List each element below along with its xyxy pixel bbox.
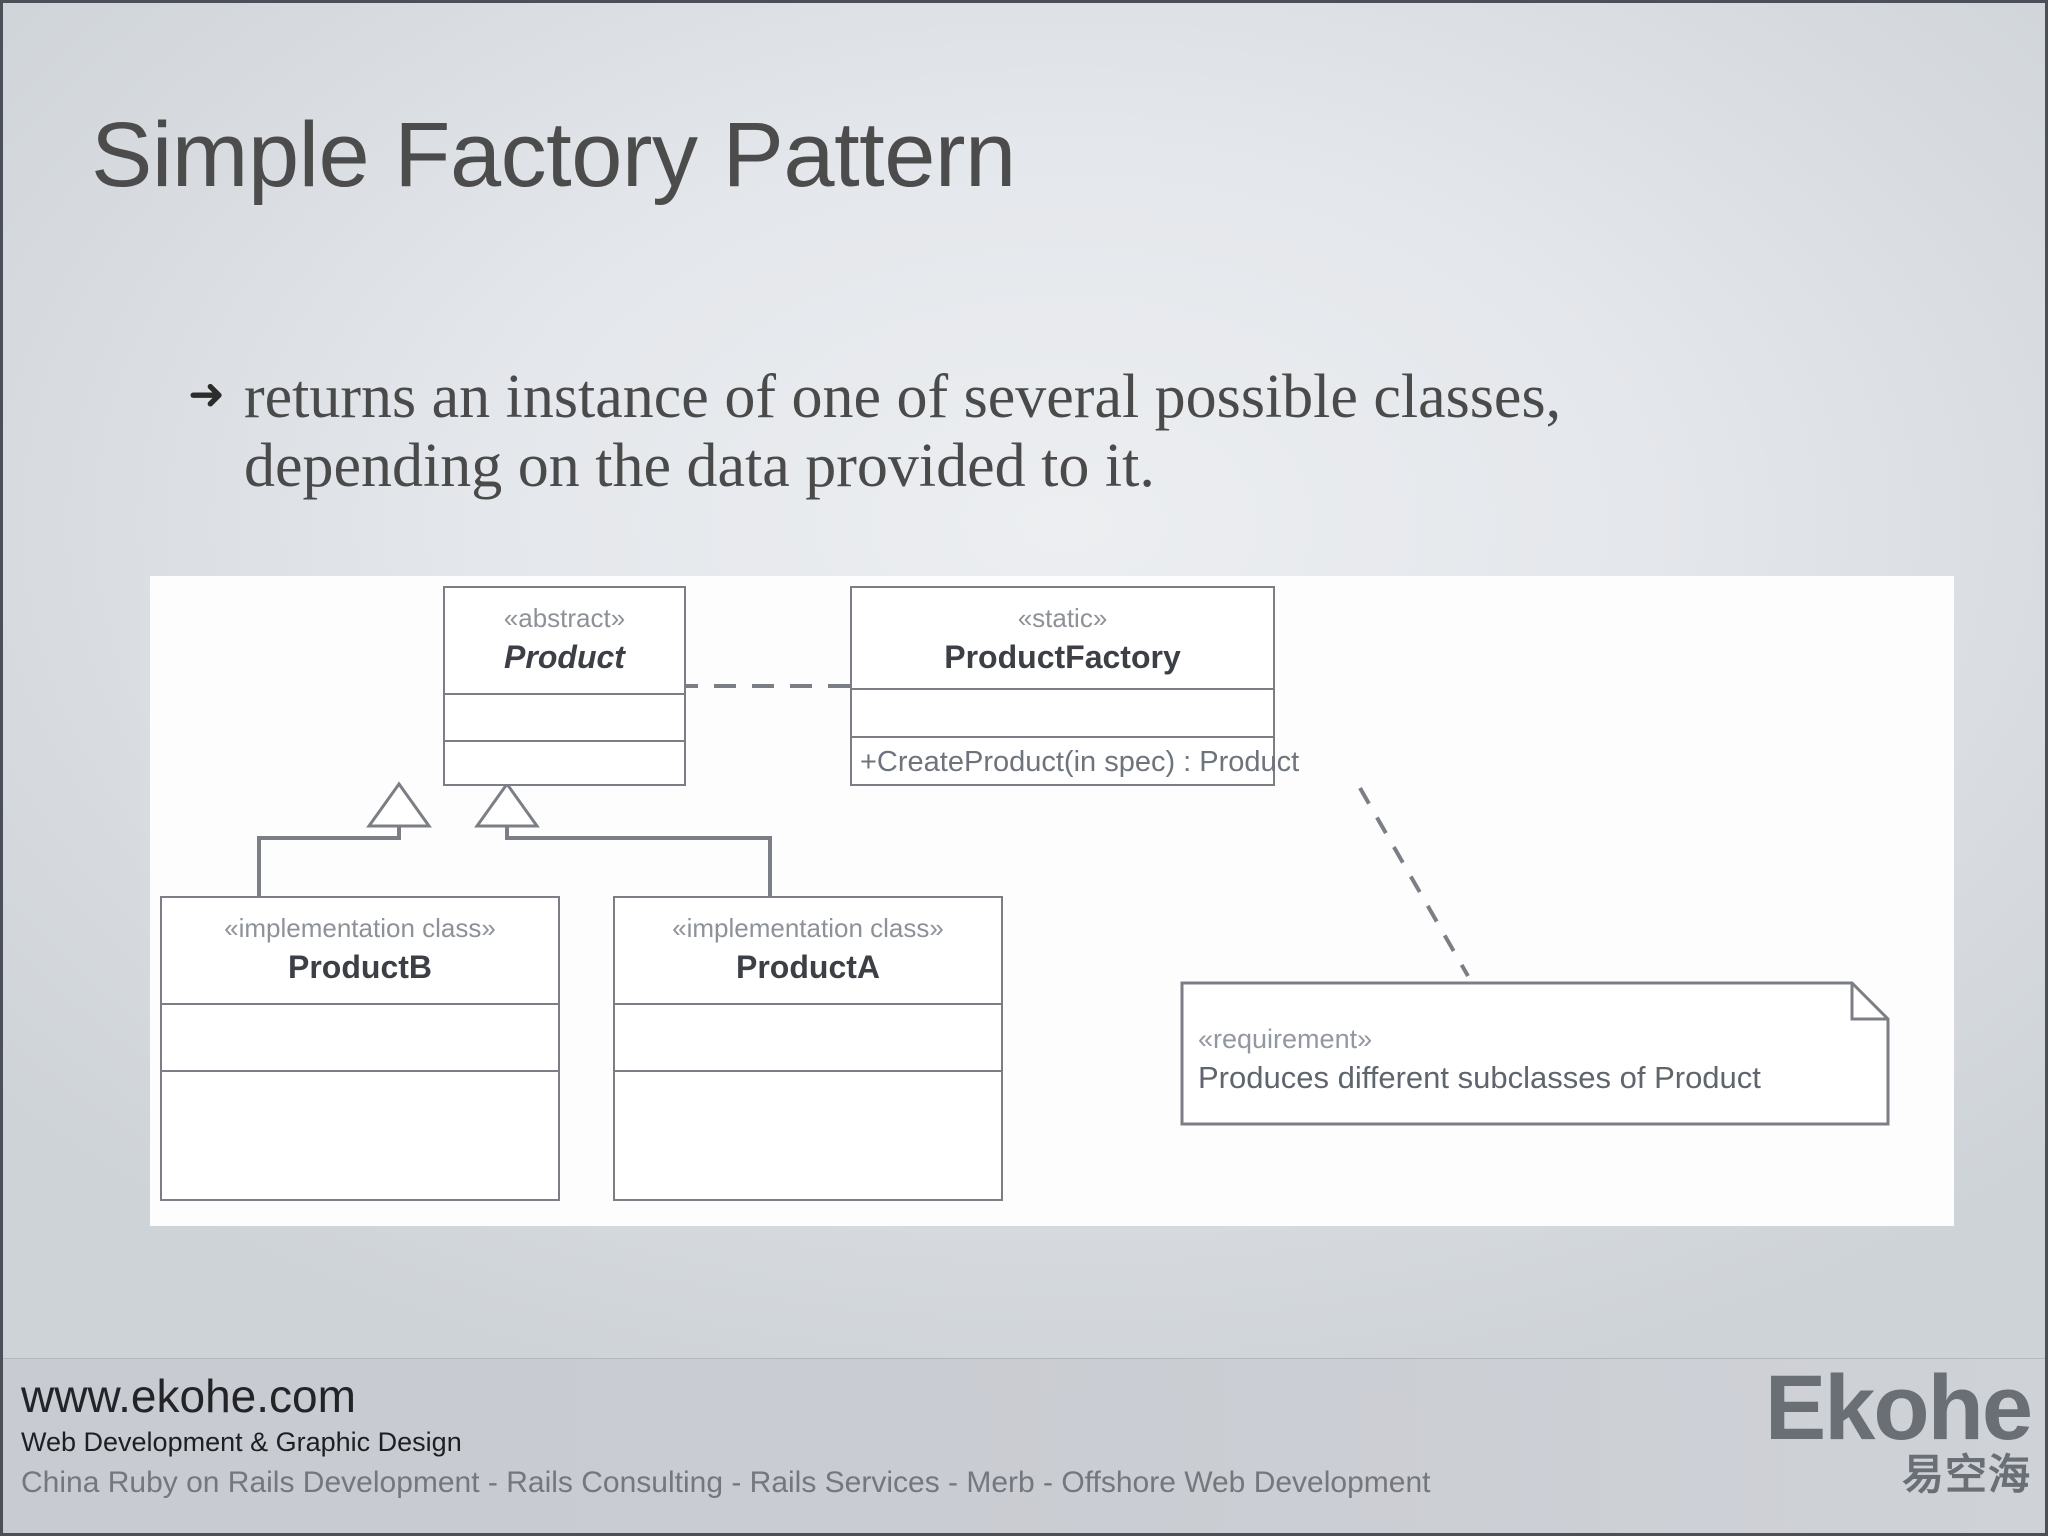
footer-url[interactable]: www.ekohe.com bbox=[21, 1370, 356, 1422]
uml-diagram-panel: «abstract» Product «static» ProductFacto… bbox=[150, 576, 1954, 1226]
generalization-triangle-a bbox=[474, 781, 540, 828]
uml-class-producta[interactable]: «implementation class» ProductA bbox=[613, 896, 1003, 1201]
footer-text-block: www.ekohe.com Web Development & Graphic … bbox=[21, 1373, 1430, 1501]
note-stereotype: «requirement» bbox=[1198, 1024, 1373, 1054]
uml-operations-compartment bbox=[615, 1070, 1001, 1161]
uml-operations-compartment: +CreateProduct(in spec) : Product bbox=[852, 736, 1300, 784]
logo-wordmark: Ekohe bbox=[1764, 1357, 2033, 1459]
uml-attributes-compartment bbox=[162, 1003, 558, 1070]
uml-stereotype: «abstract» bbox=[503, 603, 626, 633]
uml-class-product[interactable]: «abstract» Product bbox=[443, 586, 686, 786]
uml-stereotype: «implementation class» bbox=[224, 913, 496, 943]
uml-class-name: Product bbox=[504, 638, 625, 675]
generalization-line-b bbox=[257, 826, 401, 896]
note-shape bbox=[1180, 981, 1890, 1126]
logo-chinese-name: 易空海 bbox=[1901, 1450, 2031, 1500]
uml-attributes-compartment bbox=[615, 1003, 1001, 1070]
uml-class-productb-header: «implementation class» ProductB bbox=[162, 898, 558, 1003]
uml-class-name: ProductA bbox=[736, 948, 880, 985]
note-body-text: Produces different subclasses of Product bbox=[1198, 1060, 1761, 1096]
uml-stereotype: «implementation class» bbox=[672, 913, 944, 943]
uml-class-product-header: «abstract» Product bbox=[445, 588, 684, 693]
footer-services: China Ruby on Rails Development - Rails … bbox=[21, 1465, 1431, 1499]
footer-tagline: Web Development & Graphic Design bbox=[21, 1427, 462, 1457]
uml-class-productfactory-header: «static» ProductFactory bbox=[852, 588, 1273, 688]
uml-class-productfactory[interactable]: «static» ProductFactory +CreateProduct(i… bbox=[850, 586, 1300, 786]
uml-connectors bbox=[257, 662, 1470, 977]
uml-class-producta-header: «implementation class» ProductA bbox=[615, 898, 1001, 1003]
bullet-list: ➜ returns an instance of one of several … bbox=[188, 363, 1808, 502]
uml-note-requirement[interactable]: «requirement» Produces different subclas… bbox=[1180, 981, 1890, 1126]
uml-operation-createproduct: +CreateProduct(in spec) : Product bbox=[860, 746, 1300, 778]
uml-operations-compartment bbox=[445, 740, 684, 784]
page-title: Simple Factory Pattern bbox=[91, 104, 1016, 206]
uml-operations-compartment bbox=[162, 1070, 558, 1161]
note-text-block: «requirement» Produces different subclas… bbox=[1198, 1021, 1761, 1099]
uml-class-productb[interactable]: «implementation class» ProductB bbox=[160, 896, 560, 1201]
uml-attributes-compartment bbox=[445, 693, 684, 740]
uml-class-name: ProductFactory bbox=[944, 638, 1181, 675]
generalization-triangle-b bbox=[366, 781, 432, 828]
bullet-arrow-icon: ➜ bbox=[188, 369, 225, 420]
uml-class-name: ProductB bbox=[288, 948, 432, 985]
ekohe-logo: Ekohe 易空海 bbox=[1764, 1357, 2033, 1500]
uml-attributes-compartment bbox=[852, 688, 1273, 736]
uml-stereotype: «static» bbox=[1017, 603, 1108, 633]
generalization-line-a bbox=[505, 826, 772, 896]
bullet-item-text: returns an instance of one of several po… bbox=[244, 363, 1562, 501]
footer-bar: www.ekohe.com Web Development & Graphic … bbox=[3, 1358, 2045, 1533]
note-anchor-line bbox=[1358, 787, 1470, 977]
